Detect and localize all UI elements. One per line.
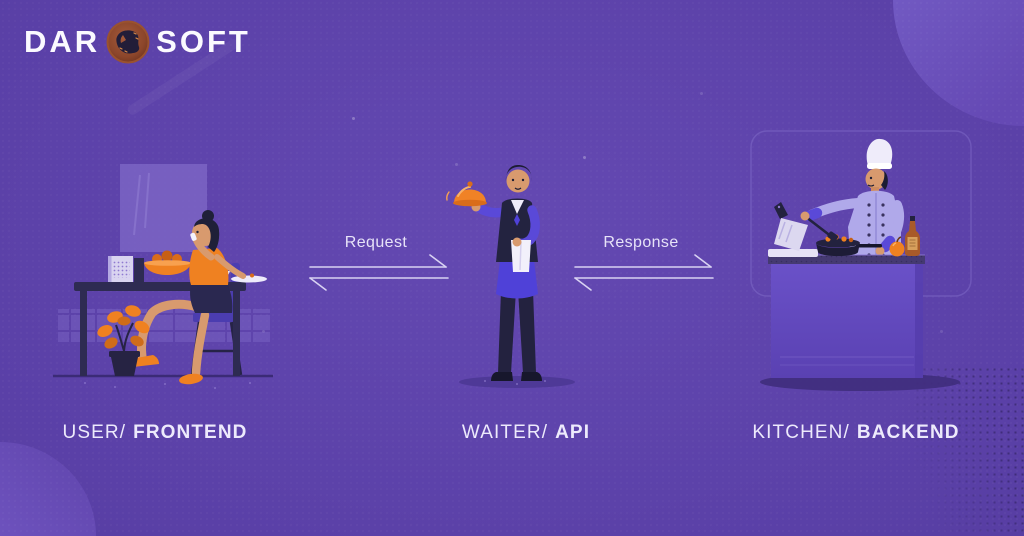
corner-quarter-circle-bottom-left	[0, 442, 96, 536]
shoe	[179, 373, 203, 385]
hand	[875, 246, 885, 256]
caption-tech: BACKEND	[856, 422, 960, 443]
serving-cloche-icon	[446, 181, 487, 207]
brand-logo: DAR SOFT	[24, 20, 251, 64]
apple	[889, 236, 905, 257]
hand	[512, 237, 522, 247]
kitchen-counter	[768, 254, 925, 378]
corner-quarter-circle-top-right	[893, 0, 1024, 126]
caption-role: USER/	[62, 422, 127, 443]
cutting-board	[768, 249, 818, 257]
hair-bun	[202, 210, 214, 222]
hair	[881, 171, 888, 190]
waiter	[446, 165, 542, 381]
response-arrows-icon	[574, 254, 714, 291]
request-arrows-icon	[309, 254, 449, 291]
request-label: Request	[344, 234, 408, 251]
caption-role: KITCHEN/	[752, 422, 850, 443]
cleaver-icon	[774, 202, 808, 251]
floor-shadow	[459, 376, 575, 388]
caption-tech: FRONTEND	[133, 422, 248, 443]
hand	[800, 211, 810, 221]
logo-text-right: SOFT	[156, 24, 251, 59]
spark-dot	[583, 156, 586, 159]
logo-coin-icon	[106, 20, 150, 64]
head	[865, 168, 887, 190]
head	[506, 169, 530, 193]
caption-role: WAITER/	[461, 422, 549, 443]
book	[134, 258, 144, 282]
shoe	[521, 372, 542, 381]
caption-tech: API	[555, 422, 591, 443]
shoe	[491, 372, 513, 381]
request-connection: Request	[300, 234, 452, 293]
woman-dining	[131, 210, 246, 385]
chef-hat-icon	[866, 138, 893, 166]
spatula	[800, 211, 839, 242]
spark-dot	[455, 163, 458, 166]
logo-text-left: DAR	[24, 24, 101, 59]
cereal-box	[108, 256, 133, 282]
floor-line	[53, 374, 273, 390]
hair	[194, 218, 220, 252]
tie	[514, 214, 520, 226]
shirt-collar	[511, 200, 524, 214]
potted-plant	[97, 305, 150, 376]
user-frontend-illustration	[45, 145, 280, 395]
kitchen-backend-illustration	[730, 125, 980, 395]
halftone-dots-decoration	[914, 366, 1024, 536]
response-connection: Response	[565, 234, 717, 293]
wine-bottle	[905, 216, 920, 256]
spark-dot	[352, 117, 355, 120]
response-label: Response	[603, 234, 679, 251]
shoe	[131, 355, 159, 367]
fruit-bowl	[144, 250, 191, 275]
waiter-api-illustration	[445, 150, 585, 390]
caption-waiter-api: WAITER/API	[420, 422, 632, 444]
caption-user-frontend: USER/FRONTEND	[45, 422, 265, 444]
spark-dot	[940, 330, 943, 333]
spark-dot	[700, 92, 703, 95]
skirt	[190, 285, 233, 313]
caption-kitchen-backend: KITCHEN/BACKEND	[746, 422, 966, 444]
